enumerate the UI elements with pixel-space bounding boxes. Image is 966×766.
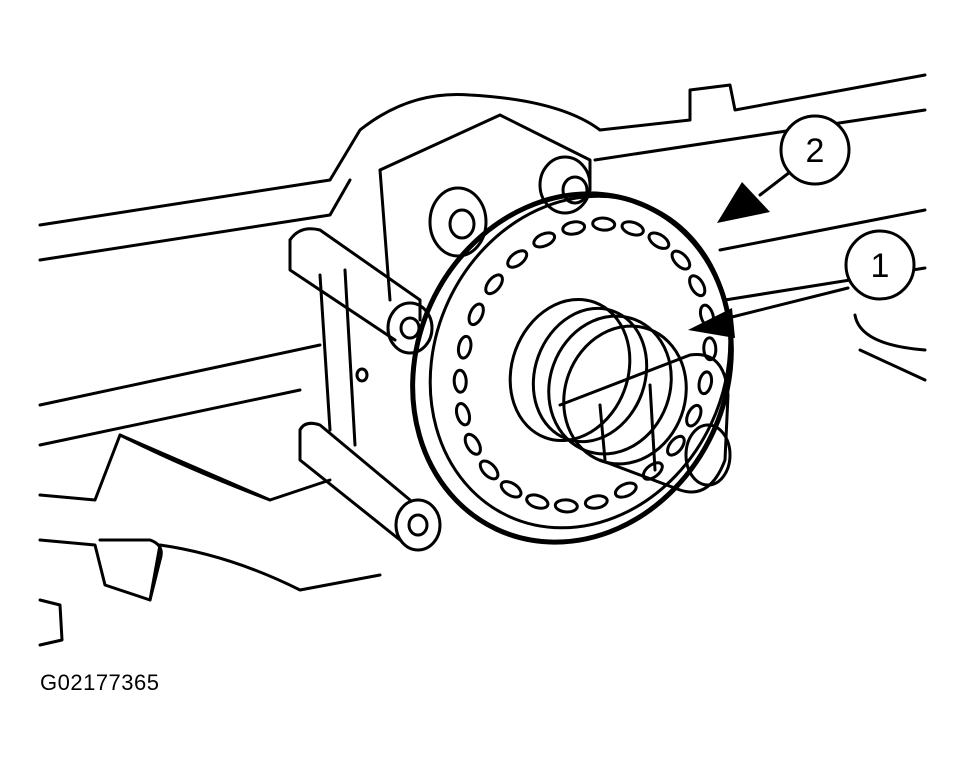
- tone-wheel-slot: [647, 231, 671, 250]
- tone-wheel-slot: [613, 481, 638, 499]
- tone-wheel: [410, 191, 734, 545]
- tone-wheel-slot: [561, 220, 587, 236]
- tone-wheel-slot: [478, 459, 500, 481]
- tone-wheel-slot: [666, 434, 686, 457]
- tone-wheel-slot: [456, 334, 473, 360]
- tone-wheel-slot: [525, 493, 550, 510]
- tone-wheel-slot: [484, 273, 504, 296]
- tone-wheel-slot: [452, 368, 468, 394]
- housing-outline: [38, 73, 927, 447]
- callout-leaders: [730, 170, 850, 319]
- arrowhead-1: [688, 308, 735, 338]
- arrowhead-2: [717, 182, 770, 223]
- mounting-bosses: [378, 113, 592, 302]
- tone-wheel-slot: [467, 302, 485, 327]
- tone-wheel-slots: [452, 216, 718, 514]
- callout-2-label: 2: [806, 132, 825, 170]
- figure-id: G02177365: [40, 670, 160, 695]
- tone-wheel-slot: [499, 480, 523, 499]
- tone-wheel-slot: [506, 249, 529, 269]
- tone-wheel-slot: [532, 231, 557, 249]
- callout-2: 2: [779, 114, 851, 186]
- mounting-yoke: [288, 227, 442, 552]
- callout-1-label: 1: [871, 247, 890, 285]
- tone-wheel-slot: [591, 216, 617, 232]
- tone-wheel-slot: [685, 403, 703, 428]
- lower-bracket: [38, 433, 382, 647]
- tone-wheel-slot: [697, 370, 714, 396]
- tone-wheel-slot: [620, 220, 645, 237]
- tone-wheel-slot: [553, 498, 579, 514]
- tone-wheel-slot: [583, 494, 609, 510]
- tone-wheel-slot: [688, 274, 707, 298]
- spring-and-shaft: [508, 297, 732, 494]
- tone-wheel-slot: [702, 336, 718, 362]
- tone-wheel-slot: [463, 432, 482, 456]
- tone-wheel-slot: [454, 402, 472, 427]
- callout-1: 1: [844, 229, 916, 301]
- tone-wheel-slot: [670, 249, 692, 271]
